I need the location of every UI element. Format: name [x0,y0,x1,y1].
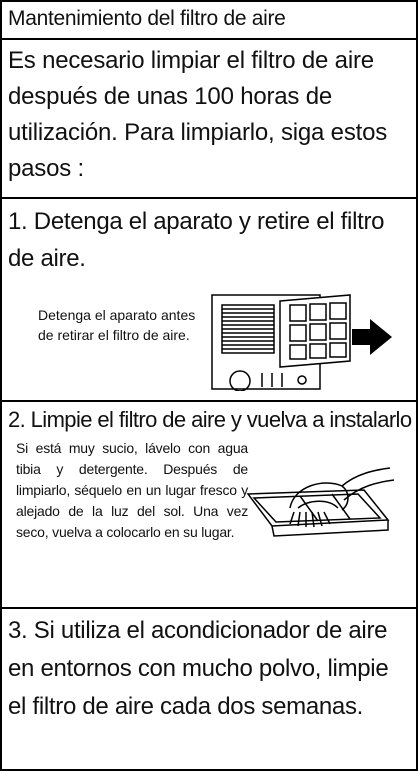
step-2-row: 2. Limpie el filtro de aire y vuelva a i… [2,400,416,607]
step-2-note: Si está muy sucio, lávelo con agua tibia… [16,440,248,540]
header-row: Mantenimiento del filtro de aire [2,2,416,38]
step-1-note-line-1: Detenga el aparato antes [38,307,196,323]
hand-washing-filter-icon [246,467,395,537]
intro-text: Es necesario limpiar el filtro de aire d… [8,47,388,182]
air-conditioner-filter-removal-icon [211,294,392,391]
step-3-row: 3. Si utiliza el acondicionador de aire … [2,607,416,769]
page-title: Mantenimiento del filtro de aire [8,7,286,30]
step-1-note: Detenga el aparato antes de retirar el f… [38,305,195,345]
step-3-heading: 3. Si utiliza el acondicionador de aire … [8,617,389,720]
step-1-row: 1. Detenga el aparato y retire el filtro… [2,197,416,400]
step-1-heading: 1. Detenga el aparato y retire el filtro… [8,208,385,272]
intro-row: Es necesario limpiar el filtro de aire d… [2,38,416,197]
step-1-note-line-2: de retirar el filtro de aire. [38,327,190,343]
step-2-heading: 2. Limpie el filtro de aire y vuelva a i… [8,407,412,432]
